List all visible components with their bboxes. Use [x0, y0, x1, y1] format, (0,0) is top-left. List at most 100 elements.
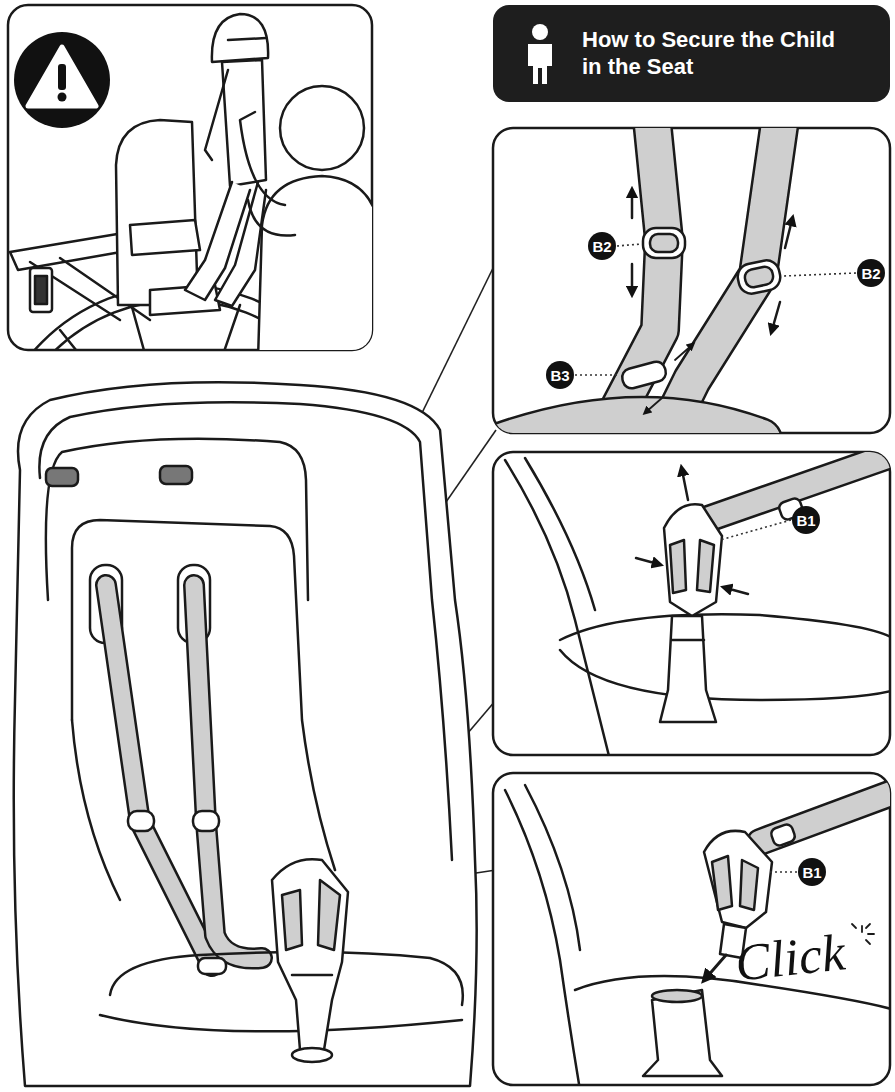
callout-circle-part	[546, 361, 574, 389]
warning-panel-part-part	[130, 220, 200, 255]
callout-marker-part	[617, 244, 641, 246]
adjuster-panel-part	[631, 192, 634, 218]
adjuster-panel-part-part	[500, 419, 760, 433]
adjuster-panel	[493, 120, 890, 445]
sparkle-part	[866, 924, 870, 928]
callout-marker-part	[720, 520, 791, 540]
warning-panel-part-part	[215, 182, 266, 306]
buckle-click-panel	[493, 773, 895, 1090]
callout-circle-part	[798, 858, 826, 886]
child-seat-part	[14, 382, 477, 1086]
buckle-click-panel-part	[706, 955, 726, 978]
buckle-release-panel-part	[664, 504, 722, 616]
warning-panel-part-part	[212, 14, 268, 62]
child-seat-part	[160, 466, 192, 484]
child-seat-part	[292, 1048, 332, 1062]
buckle-release-panel-part	[636, 558, 658, 564]
sparkle-part	[861, 926, 863, 932]
adjuster-panel-part	[646, 398, 662, 412]
buckle-release-panel-part	[697, 540, 714, 592]
buckle-release-panel-part	[726, 588, 748, 594]
adjuster-panel-part-part	[660, 128, 780, 433]
adjuster-panel-part	[785, 220, 792, 248]
section-title: How to Secure the Child in the Seat	[582, 26, 850, 81]
child-seat-part	[194, 585, 262, 959]
warning-panel-part-part	[205, 70, 228, 160]
callout-number: B1	[802, 865, 821, 880]
child-seat-part	[46, 468, 78, 486]
buckle-click-panel-part	[643, 990, 722, 1076]
buckle-click-panel-part-part	[505, 790, 580, 1085]
child-seat-part	[46, 439, 308, 600]
adjuster-panel-part	[650, 234, 678, 252]
header-band	[493, 5, 890, 102]
warning-panel-part-part	[60, 330, 180, 350]
warning-panel-part	[58, 93, 67, 102]
adjuster-panel-part-part	[660, 128, 780, 433]
buckle-click-panel-part	[770, 823, 797, 847]
adjuster-panel-part	[772, 302, 780, 330]
child-seat-part	[198, 958, 226, 974]
child-seat-part	[39, 402, 452, 860]
warning-panel-part	[8, 14, 372, 350]
warning-panel-part-part	[248, 200, 295, 236]
child-seat-part	[292, 974, 332, 977]
warning-panel-part	[14, 32, 110, 128]
buckle-click-panel-part	[712, 856, 732, 910]
buckle-click-panel-part	[704, 831, 772, 928]
buckle-release-panel-part	[505, 452, 890, 755]
callout-circle-part	[588, 232, 616, 260]
warning-panel-part-part	[228, 38, 266, 40]
buckle-click-panel-part	[505, 785, 890, 1085]
callout-marker	[575, 244, 856, 872]
buckle-click-panel-part	[652, 990, 702, 1002]
buckle-release-panel	[493, 452, 895, 760]
callout-number: B3	[550, 368, 569, 383]
callout-number: B1	[796, 513, 815, 528]
sparkle-part	[868, 933, 874, 935]
buckle-release-panel-part-part	[525, 458, 595, 610]
warning-panel-part-part	[35, 276, 47, 304]
child-seat-part	[194, 585, 262, 959]
child-seat-part	[272, 859, 348, 1050]
buckle-release-panel-part	[660, 616, 716, 722]
callout-circle-part	[857, 259, 885, 287]
buckle-release-panel-part-part	[560, 614, 890, 640]
child-seat-part	[100, 1015, 462, 1031]
header-band-part	[493, 5, 890, 102]
callout-marker-part	[784, 273, 856, 276]
warning-panel-part-part	[280, 86, 364, 170]
sparkle-part	[852, 924, 856, 928]
sound-word: Click	[733, 926, 848, 989]
buckle-release-panel-part-part	[560, 650, 890, 700]
child-seat-part	[193, 811, 219, 831]
adjuster-panel-part	[631, 264, 634, 292]
warning-panel-part-part	[30, 268, 52, 312]
sparkle	[852, 924, 874, 944]
sparkle-part	[866, 940, 870, 944]
adjuster-panel-part	[643, 228, 685, 258]
child-seat-part	[128, 811, 154, 831]
buckle-release-panel-part	[493, 452, 890, 755]
buckle-release-panel-part	[670, 540, 686, 593]
callout-marker-part	[575, 374, 620, 376]
adjuster-panel-part	[675, 345, 692, 360]
header-band-part	[528, 44, 552, 84]
callout-number: B2	[592, 239, 611, 254]
header-band-part	[532, 24, 548, 40]
adjuster-panel-part	[620, 360, 668, 391]
callout-circle	[546, 232, 885, 886]
child-seat-part	[72, 720, 120, 900]
warning-panel-part	[58, 64, 66, 90]
buckle-click-panel-part	[740, 860, 758, 910]
child-seat	[14, 382, 477, 1086]
callout-marker-part	[770, 871, 797, 873]
warning-panel-part-part	[222, 60, 266, 186]
buckle-click-panel-part-part	[575, 976, 890, 1010]
callout-number: B2	[861, 266, 880, 281]
buckle-release-panel-part	[682, 470, 688, 500]
warning-panel-part	[28, 47, 96, 106]
child-seat-part	[318, 880, 340, 950]
buckle-release-panel-part	[672, 639, 704, 642]
